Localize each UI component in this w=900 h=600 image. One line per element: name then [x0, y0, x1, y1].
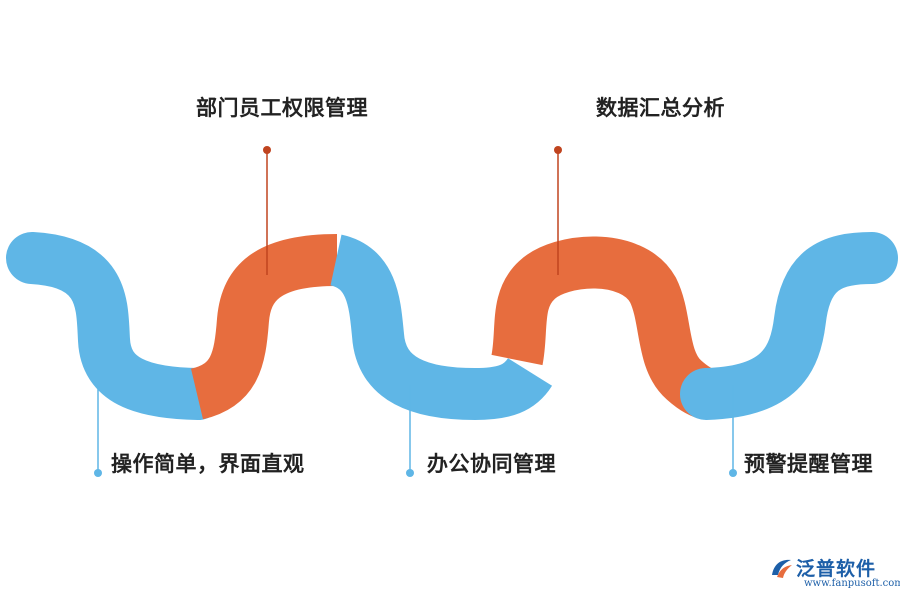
- wave-segment-2: [189, 234, 338, 420]
- connector-dot: [729, 469, 737, 477]
- label-bottom-3: 预警提醒管理: [744, 452, 873, 476]
- label-bottom-2: 办公协同管理: [427, 452, 556, 476]
- label-bottom-1: 操作简单，界面直观: [111, 452, 305, 476]
- brand-logo: 泛普软件 www.fanpusoft.com: [768, 553, 900, 597]
- connector-dot: [263, 146, 271, 154]
- top-connectors: [263, 146, 562, 275]
- wave-segment-1: [6, 232, 224, 420]
- connector-dot: [554, 146, 562, 154]
- logo-name: 泛普软件: [796, 558, 877, 580]
- wave-segment-3: [328, 234, 553, 420]
- connector-dot: [406, 469, 414, 477]
- wave-segment-4: [491, 236, 714, 420]
- label-top-1: 部门员工权限管理: [196, 96, 368, 120]
- logo-mark-icon: [772, 559, 792, 578]
- logo-url: www.fanpusoft.com: [804, 578, 900, 589]
- bottom-connectors: [94, 385, 737, 477]
- wave-segment-5: [680, 232, 898, 420]
- connector-dot: [94, 469, 102, 477]
- wave-band: [6, 232, 898, 420]
- label-top-2: 数据汇总分析: [596, 96, 725, 120]
